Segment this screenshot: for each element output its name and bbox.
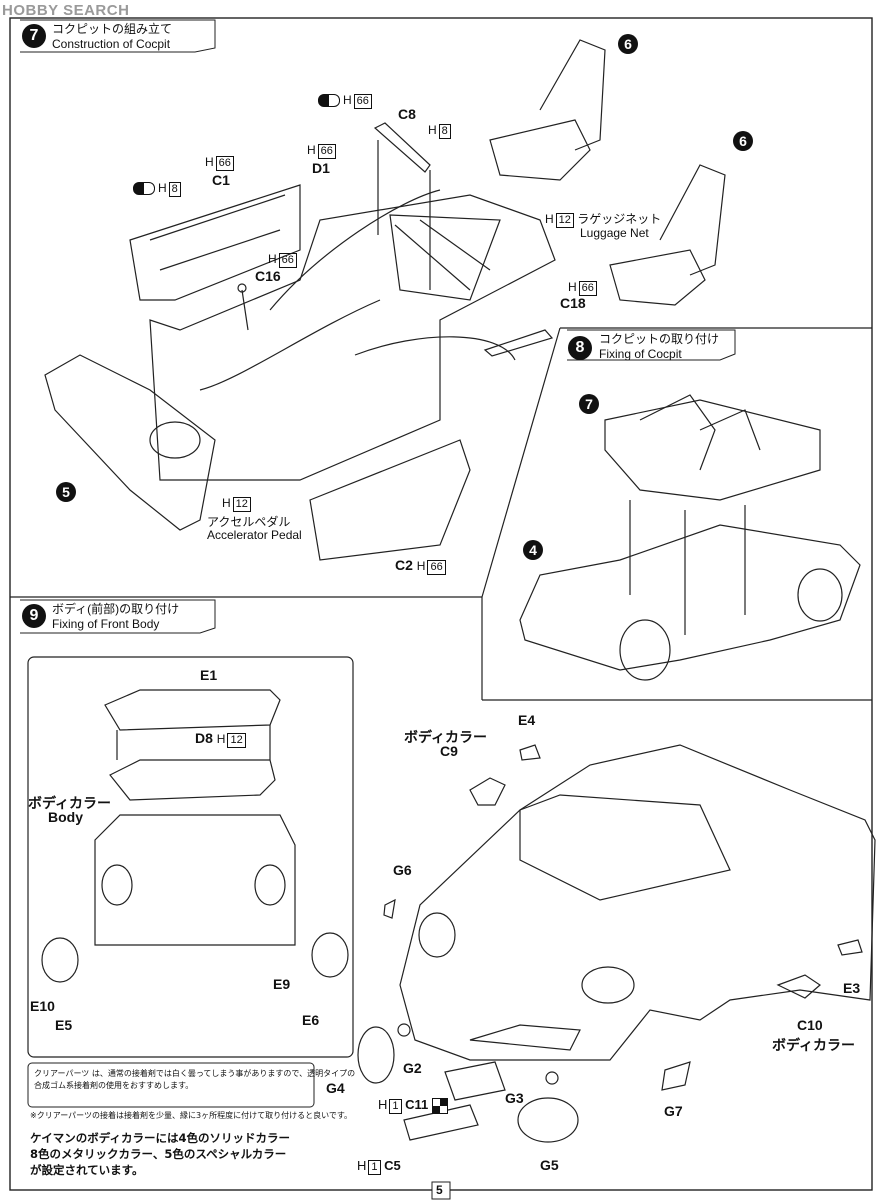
step9-title-en: Fixing of Front Body [52,617,160,631]
label-g2: G2 [403,1060,422,1076]
body-color-note-line2: 8色のメタリックカラー、5色のスペシャルカラー [30,1147,287,1161]
dashboard-part-5: 5 [56,482,76,502]
body-color-note-line3: が設定されています。 [30,1163,144,1177]
step9-title-jp: ボディ(前部)の取り付け [52,602,180,616]
body-color-note-line1: ケイマンのボディカラーには4色のソリッドカラー [30,1131,290,1145]
label-c16: C16 [255,268,281,284]
step8-title: コクピットの取り付け Fixing of Cocpit [599,332,719,362]
chassis-part-4: 4 [523,540,543,560]
cockpit-part-7: 7 [579,394,599,414]
label-g6: G6 [393,862,412,878]
label-e6: E6 [302,1012,320,1028]
paint-mix-icon [431,1097,448,1114]
label-c10: C10 [797,1017,823,1033]
label-d1: D1 [312,160,330,176]
label-pedal-jp: アクセルペダル [207,515,291,529]
label-g5: G5 [540,1157,559,1173]
step8-number: 8 [568,336,592,360]
seat-part-6-a: 6 [618,34,638,54]
step7-number: 7 [22,24,46,48]
label-pedal-en: Accelerator Pedal [207,528,302,542]
label-e10: E10 [30,998,55,1014]
body-color-note: ケイマンのボディカラーには4色のソリッドカラー 8色のメタリックカラー、5色のス… [30,1130,290,1178]
step9-title: ボディ(前部)の取り付け Fixing of Front Body [52,602,179,632]
clear-parts-note-line2: 合成ゴム系接着剤の使用をおすすめします。 [34,1081,194,1090]
label-c8: C8 [398,106,416,122]
step8-title-en: Fixing of Cocpit [599,347,682,361]
seat-part-6-b: 6 [733,131,753,151]
step8-title-jp: コクピットの取り付け [599,332,720,346]
label-g4: G4 [326,1080,345,1096]
paint-mix-icon [133,182,155,196]
step7-title: コクピットの組み立て Construction of Cocpit [52,22,172,52]
watermark-logo: HOBBY SEARCH [2,2,130,19]
label-c9: C9 [440,743,458,759]
step7-title-en: Construction of Cocpit [52,37,171,51]
label-e4: E4 [518,712,536,728]
label-g3: G3 [505,1090,524,1106]
step7-title-jp: コクピットの組み立て [52,22,173,36]
label-e1: E1 [200,667,218,683]
label-body-color-jp: ボディカラー [28,795,112,811]
clear-parts-glue-note: ※クリアーパーツの接着は接着剤を少量、縁に3ヶ所程度に付けて取り付けると良いです… [30,1111,353,1120]
step9-number: 9 [22,604,46,628]
clear-parts-note: クリアーパーツ は、通常の接着剤では白く曇ってしまう事がありますので、透明タイプ… [34,1068,355,1092]
page-number: 5 [436,1183,443,1197]
label-g7: G7 [664,1103,683,1119]
paint-mix-icon [318,94,340,108]
label-c10-color: ボディカラー [772,1037,856,1053]
label-c1: C1 [212,172,230,188]
label-e3: E3 [843,980,861,996]
label-luggage-net-en: Luggage Net [580,226,649,240]
label-c9-color: ボディカラー [404,729,488,745]
label-c18: C18 [560,295,586,311]
clear-parts-note-line1: クリアーパーツ は、通常の接着剤では白く曇ってしまう事がありますので、透明タイプ… [34,1069,356,1078]
label-e5: E5 [55,1017,73,1033]
label-body-color-en: Body [48,809,83,825]
label-e9: E9 [273,976,291,992]
